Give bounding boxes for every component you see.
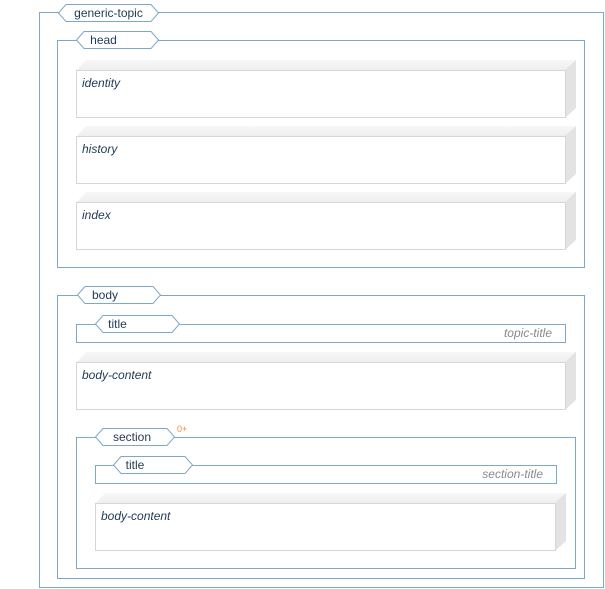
card-side-face (555, 493, 566, 551)
identity-card[interactable]: identity (76, 60, 576, 118)
body-content-label: body-content (82, 368, 152, 382)
card-top-face (95, 493, 566, 504)
card-top-face (76, 60, 576, 71)
topic-title-field[interactable]: topic-title (76, 324, 566, 343)
card-front-face (76, 136, 566, 184)
body-label: body (91, 288, 119, 302)
card-top-face (76, 126, 576, 137)
section-title-placeholder: section-title (482, 467, 543, 481)
tag-shape (57, 4, 160, 22)
tag-shape (112, 456, 194, 474)
tag-shape (75, 31, 160, 49)
tag-shape (94, 428, 176, 446)
section-body-content-label: body-content (101, 509, 171, 523)
generic-topic-label: generic-topic (74, 6, 143, 20)
topic-title-placeholder: topic-title (503, 326, 552, 340)
title-label: title (108, 317, 127, 331)
index-label: index (82, 208, 111, 222)
card-side-face (565, 126, 576, 184)
body-tag[interactable]: body (76, 286, 162, 304)
history-label: history (82, 142, 118, 156)
head-label: head (90, 33, 117, 47)
tag-shape (76, 286, 162, 304)
section-tag[interactable]: section (94, 428, 176, 446)
head-tag[interactable]: head (75, 31, 160, 49)
card-top-face (76, 352, 576, 363)
body-container (57, 295, 585, 579)
tag-shape (94, 315, 181, 333)
card-top-face (76, 192, 576, 203)
section-title-label: title (125, 458, 145, 472)
generic-topic-tag[interactable]: generic-topic (57, 4, 160, 22)
card-side-face (565, 60, 576, 118)
section-title-field[interactable]: section-title (95, 465, 557, 484)
section-container (76, 437, 576, 569)
body-content-card[interactable]: body-content (76, 352, 576, 410)
head-container (57, 40, 585, 268)
card-front-face (95, 503, 556, 551)
occurrence-badge: 0+ (177, 424, 188, 434)
card-side-face (565, 352, 576, 410)
card-front-face (76, 202, 566, 250)
card-front-face (76, 70, 566, 118)
title-tag[interactable]: title (94, 315, 181, 333)
index-card[interactable]: index (76, 192, 576, 250)
card-side-face (565, 192, 576, 250)
history-card[interactable]: history (76, 126, 576, 184)
identity-label: identity (82, 76, 121, 90)
section-label: section (112, 430, 152, 444)
section-body-content-card[interactable]: body-content (95, 493, 566, 551)
generic-topic-container (39, 12, 604, 588)
card-front-face (76, 362, 566, 410)
section-title-tag[interactable]: title (112, 456, 194, 474)
